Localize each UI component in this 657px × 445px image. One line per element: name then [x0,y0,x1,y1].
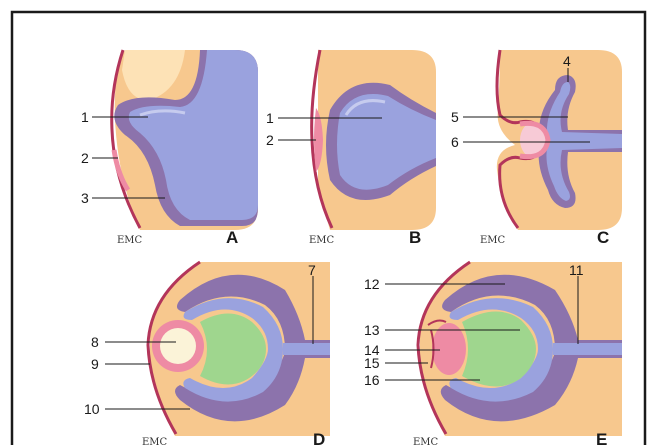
panel-letter-e: E [596,430,607,445]
panel-letter-a: A [226,228,238,247]
panel-letter-b: B [409,228,421,247]
emc-logo-b: EMC [309,235,335,246]
label-11: 11 [569,262,584,278]
label-6: 6 [451,134,459,150]
label-2-a: 2 [81,150,89,166]
label-2-b: 2 [266,132,274,148]
panel-b [312,50,436,230]
panel-a [112,50,258,230]
label-1-a: 1 [81,109,89,125]
panel-c [497,50,622,230]
label-16: 16 [364,372,380,388]
panel-e [418,262,622,436]
label-10: 10 [84,401,100,417]
label-15: 15 [364,355,380,371]
label-13: 13 [364,322,380,338]
label-8: 8 [91,334,99,350]
panel-d [148,262,330,436]
panel-letter-d: D [313,430,325,445]
emc-logo-a: EMC [117,235,143,246]
label-7: 7 [308,262,316,278]
label-9: 9 [91,356,99,372]
label-3: 3 [81,190,89,206]
emc-logo-c: EMC [480,235,506,246]
label-12: 12 [364,276,380,292]
label-5: 5 [451,109,459,125]
lens-lumen-d [160,328,196,364]
lens-e [432,323,466,375]
label-1-b: 1 [266,110,274,126]
emc-logo-e: EMC [413,437,439,445]
emc-logo-d: EMC [142,437,168,445]
label-4: 4 [563,53,571,69]
panel-letter-c: C [597,228,609,247]
